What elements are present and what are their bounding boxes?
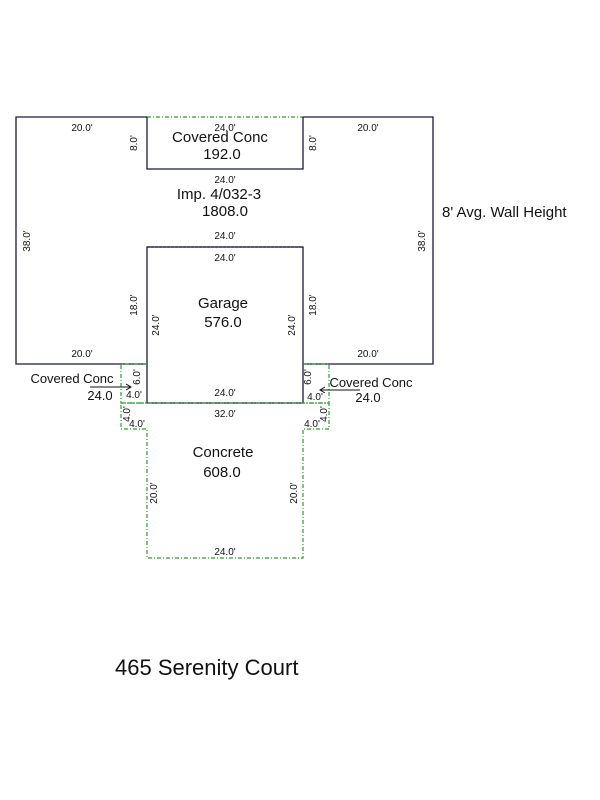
dim-cov-left: 8.0' [129, 135, 140, 151]
covered-right-name: Covered Conc [329, 375, 413, 390]
dim-slab-top: 32.0' [214, 409, 235, 420]
dim-p-left-h: 4.0' [126, 390, 142, 401]
dim-g-left-out: 18.0' [129, 294, 140, 315]
wall-height-note: 8' Avg. Wall Height [442, 204, 567, 221]
covered-left-value: 24.0 [87, 388, 112, 403]
dim-cov-right: 8.0' [308, 135, 319, 151]
covered-right-value: 24.0 [355, 390, 380, 405]
dim-house-left: 38.0' [22, 230, 33, 251]
dim-top-left: 20.0' [71, 123, 92, 134]
garage-value: 576.0 [204, 314, 242, 331]
dim-p-right-h: 4.0' [307, 392, 323, 403]
covered-conc-top-walls [146, 117, 304, 170]
dim-garage-top-out: 24.0' [214, 231, 235, 242]
dim-top-mid: 24.0' [214, 123, 235, 134]
main-area-value: 1808.0 [202, 203, 248, 220]
arrow-right-covered [319, 386, 360, 394]
concrete-name: Concrete [193, 444, 254, 461]
covered-top-value: 192.0 [203, 146, 241, 163]
dim-slab-l-h: 4.0' [129, 419, 145, 430]
garage-outline [146, 364, 304, 404]
dim-conc-right: 20.0' [289, 482, 300, 503]
arrow-left-covered [90, 383, 132, 391]
covered-top-name: Covered Conc [172, 129, 268, 146]
dim-bot-right: 20.0' [357, 349, 378, 360]
garage-name: Garage [198, 295, 248, 312]
main-area-name: Imp. 4/032-3 [177, 186, 261, 203]
dim-bot-left: 20.0' [71, 349, 92, 360]
dim-slab-l-v: 4.0' [122, 406, 133, 422]
dim-house-right: 38.0' [417, 230, 428, 251]
dim-g-bottom: 24.0' [214, 388, 235, 399]
address: 465 Serenity Court [115, 655, 298, 680]
concrete-value: 608.0 [203, 464, 241, 481]
concrete-outline [120, 402, 330, 559]
dim-g-right-in: 24.0' [287, 314, 298, 335]
dim-conc-bottom: 24.0' [214, 547, 235, 558]
dim-p-left-v: 6.0' [132, 369, 143, 385]
covered-left-name: Covered Conc [30, 371, 114, 386]
dim-garage-top-in: 24.0' [214, 253, 235, 264]
dim-g-left-in: 24.0' [151, 314, 162, 335]
dim-top-right: 20.0' [357, 123, 378, 134]
dim-p-right-v: 6.0' [303, 369, 314, 385]
dim-conc-left: 20.0' [149, 482, 160, 503]
dim-cov-bottom: 24.0' [214, 175, 235, 186]
dim-slab-r-v: 4.0' [319, 406, 330, 422]
dim-slab-r-h: 4.0' [304, 419, 320, 430]
dim-g-right-out: 18.0' [308, 294, 319, 315]
